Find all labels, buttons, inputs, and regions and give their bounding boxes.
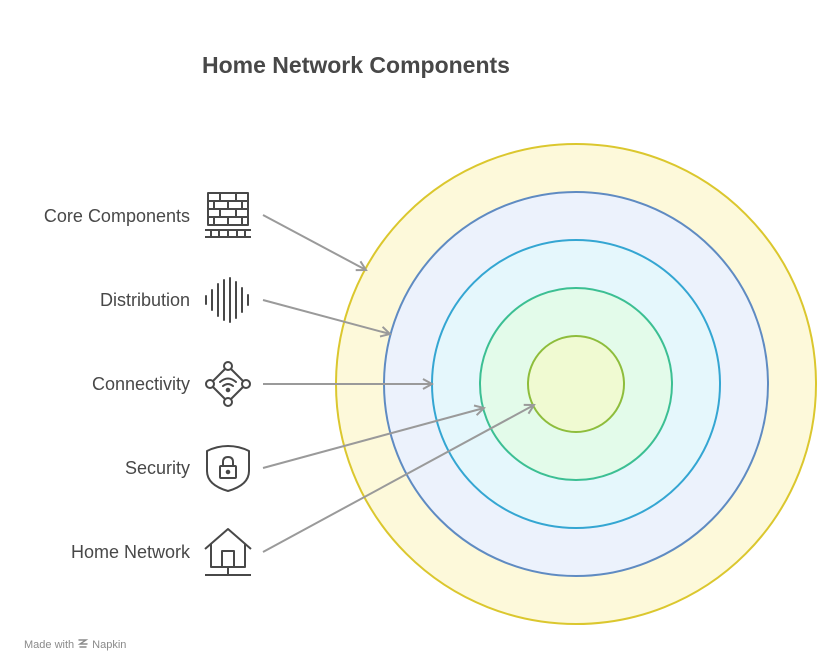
brick-wall-icon bbox=[203, 190, 253, 240]
connector-arrow-core-components bbox=[262, 214, 366, 270]
connector-arrow-security bbox=[262, 408, 484, 469]
layer-label-core-components: Core Components bbox=[43, 206, 190, 226]
watermark: Made with Napkin bbox=[24, 637, 126, 652]
diagram-title: Home Network Components bbox=[202, 52, 510, 78]
napkin-logo-icon bbox=[77, 637, 89, 652]
made-with-text: Made with bbox=[24, 638, 75, 651]
house-icon bbox=[203, 527, 253, 577]
layer-label-security: Security bbox=[124, 458, 190, 478]
wifi-network-icon bbox=[203, 359, 253, 409]
layer-ring-home-network bbox=[527, 335, 625, 433]
shield-lock-icon bbox=[203, 443, 253, 493]
connector-arrow-distribution bbox=[262, 299, 390, 334]
layer-label-home-network: Home Network bbox=[70, 542, 190, 562]
napkin-brand-text: Napkin bbox=[92, 638, 127, 651]
layer-label-connectivity: Connectivity bbox=[91, 374, 190, 394]
connector-arrow-home-network bbox=[262, 405, 534, 553]
layer-label-distribution: Distribution bbox=[99, 290, 190, 310]
sound-wave-icon bbox=[203, 275, 253, 325]
